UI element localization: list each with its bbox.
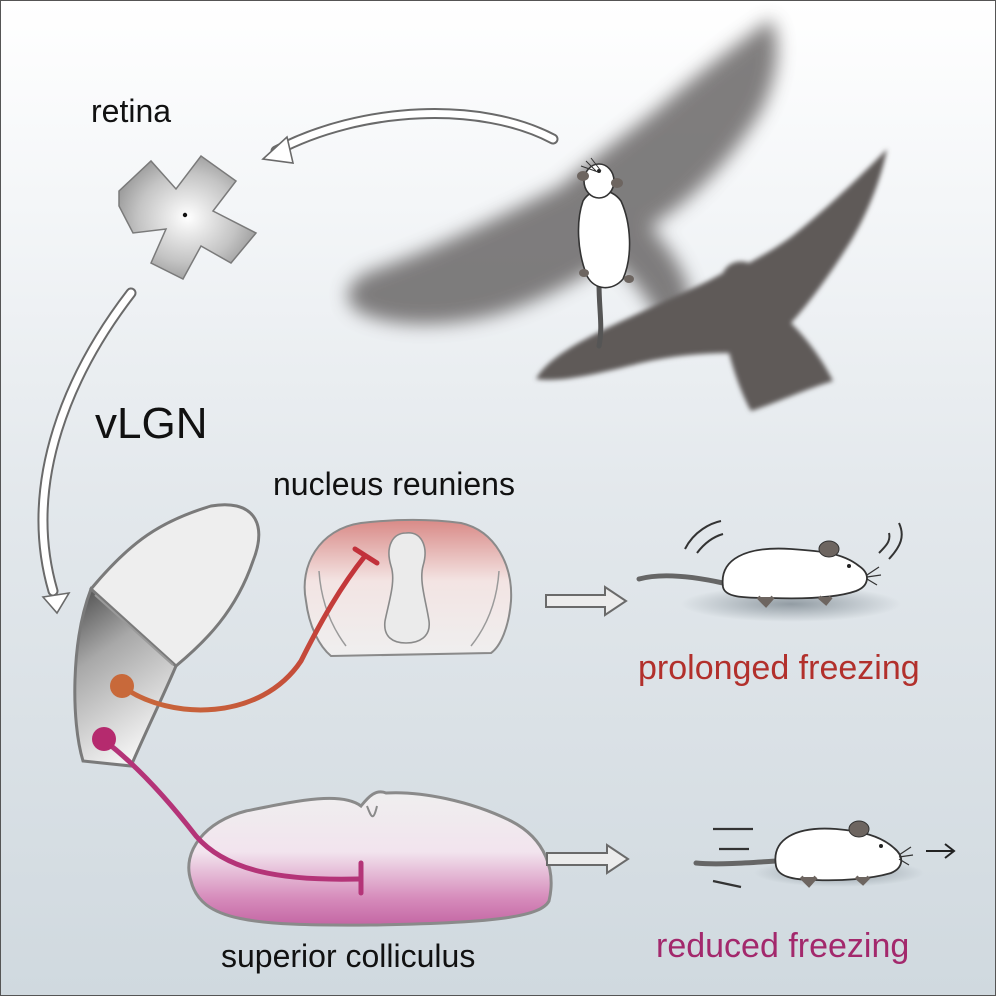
freezing-mouse — [636, 520, 903, 622]
projection-to-nucleus-reuniens — [110, 546, 380, 713]
projection-to-superior-colliculus — [92, 727, 364, 896]
label-retina: retina — [91, 93, 172, 129]
hawk-shadow — [536, 149, 887, 411]
label-nucleus-reuniens: nucleus reuniens — [273, 466, 515, 502]
thalamus-lgn-section — [73, 503, 261, 768]
escaping-mouse — [693, 820, 956, 889]
label-prolonged-freezing: prolonged freezing — [638, 649, 920, 687]
vlgn-neuron-nr — [110, 674, 134, 698]
blurred-hawk-shadow — [347, 19, 778, 334]
arrow-to-prolonged-freezing — [545, 585, 628, 617]
retina-icon — [118, 154, 258, 280]
arrow-to-reduced-freezing — [546, 843, 630, 875]
carried-mouse — [577, 157, 634, 349]
vlgn-neuron-sc — [92, 727, 116, 751]
label-vlgn: vLGN — [95, 399, 208, 448]
nucleus-reuniens-section — [303, 519, 513, 658]
label-superior-colliculus: superior colliculus — [221, 938, 476, 974]
label-reduced-freezing: reduced freezing — [656, 927, 910, 965]
superior-colliculus-section — [187, 790, 553, 927]
